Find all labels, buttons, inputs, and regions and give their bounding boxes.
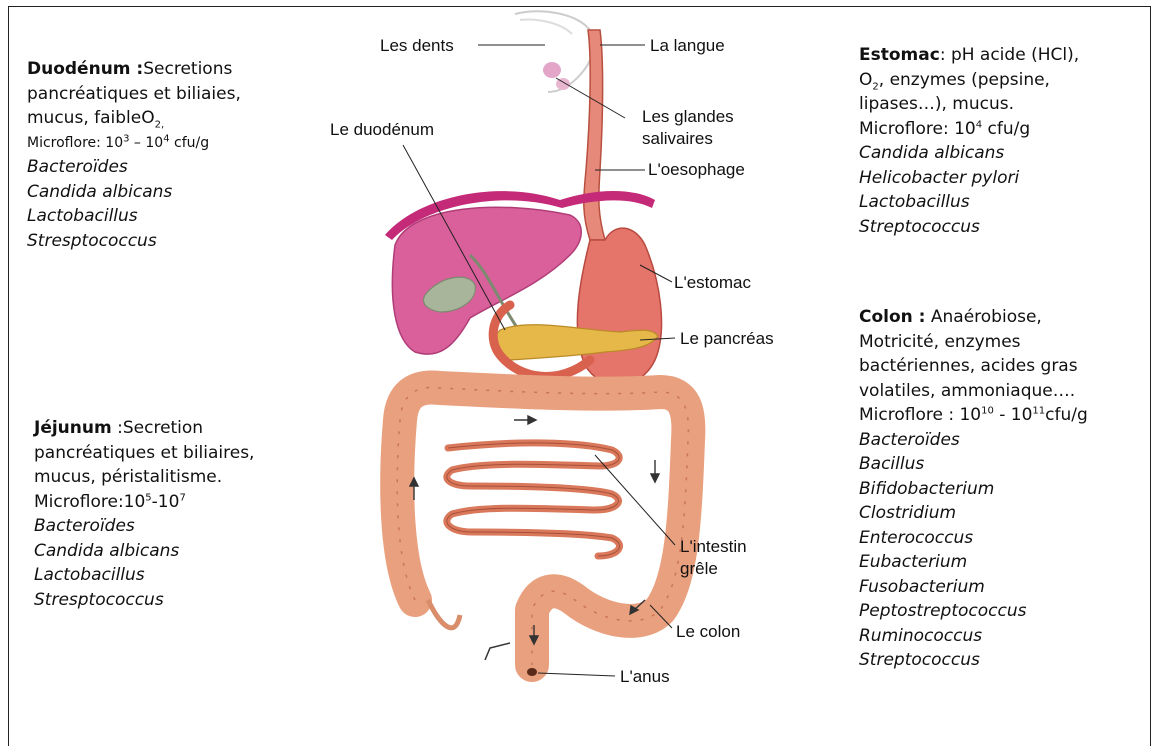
mouth-icon: [515, 11, 594, 92]
label-estomac: L'estomac: [674, 273, 751, 292]
label-colon: Le colon: [676, 622, 740, 641]
label-glandes: salivaires: [642, 129, 713, 148]
label-glandes: Les glandes: [642, 107, 734, 126]
label-intestin: L'intestin: [680, 537, 747, 556]
label-intestin: grêle: [680, 559, 718, 578]
label-oesophage: L'oesophage: [648, 160, 745, 179]
digestive-system-illustration: Les dents La langue Les glandes salivair…: [0, 0, 1153, 731]
anus-shape: [527, 668, 537, 676]
oesophagus-shape: [584, 30, 605, 240]
label-dents: Les dents: [380, 36, 454, 55]
label-anus: L'anus: [620, 667, 670, 686]
small-intestine-shape: [447, 443, 620, 556]
label-duodenum: Le duodénum: [330, 120, 434, 139]
label-langue: La langue: [650, 36, 725, 55]
label-pancreas: Le pancréas: [680, 329, 774, 348]
